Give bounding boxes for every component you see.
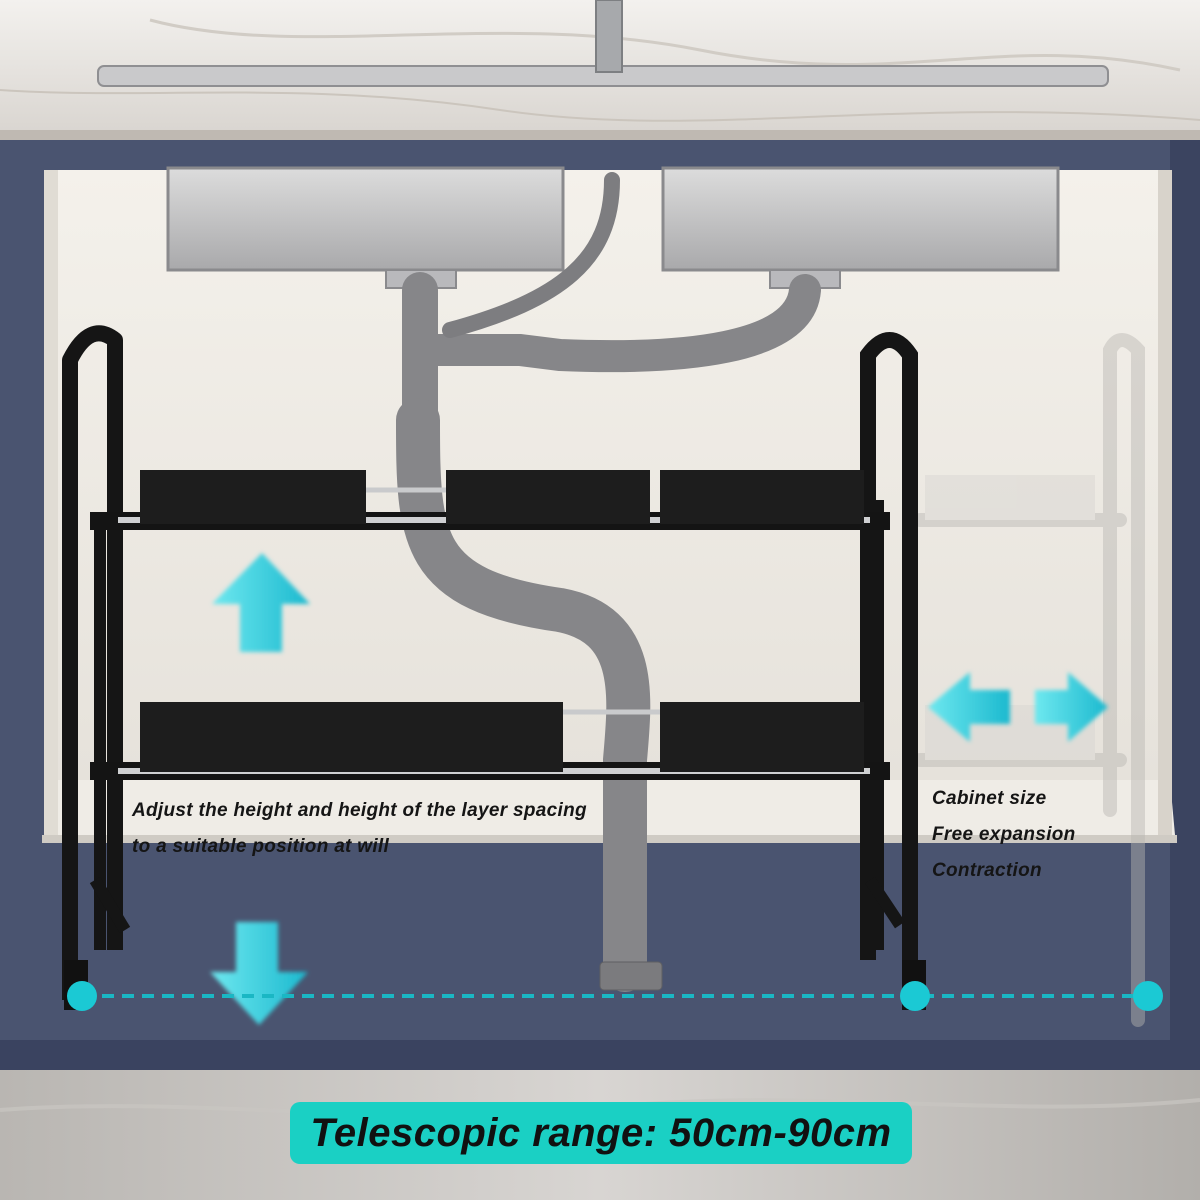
lower-shelf-mat-2 [360, 702, 563, 772]
telescopic-range-line [67, 981, 1163, 1011]
cabinet-size-caption: Cabinet size [932, 788, 1047, 809]
height-adjust-caption-line2: to a suitable position at will [132, 836, 390, 857]
upper-shelf-mat-2 [446, 470, 650, 524]
lower-shelf-mat-1 [140, 702, 366, 772]
down-arrow-icon [210, 922, 308, 1025]
left-sink-basin [166, 166, 565, 272]
upper-shelf-mat-1 [140, 470, 366, 524]
shelf-rack [62, 325, 926, 1010]
telescopic-range-text: Telescopic range: 50cm-90cm [310, 1110, 892, 1155]
right-arrow-icon [1035, 672, 1108, 742]
contraction-caption: Contraction [932, 860, 1042, 881]
height-adjust-caption-line1: Adjust the height and height of the laye… [132, 800, 587, 821]
free-expansion-caption: Free expansion [932, 824, 1076, 845]
left-arrow-icon [928, 672, 1010, 742]
drain-pipes [385, 172, 841, 992]
upper-shelf-mat-3 [660, 470, 864, 524]
expanded-rack-ghost [913, 333, 1145, 1027]
up-arrow-icon [212, 553, 310, 652]
right-sink-basin [661, 166, 1060, 272]
range-mid-dot [900, 981, 930, 1011]
lower-shelf-mat-3 [660, 702, 864, 772]
faucet [595, 0, 623, 73]
range-start-dot [67, 981, 97, 1011]
range-end-dot [1133, 981, 1163, 1011]
telescopic-range-banner: Telescopic range: 50cm-90cm [290, 1102, 912, 1164]
